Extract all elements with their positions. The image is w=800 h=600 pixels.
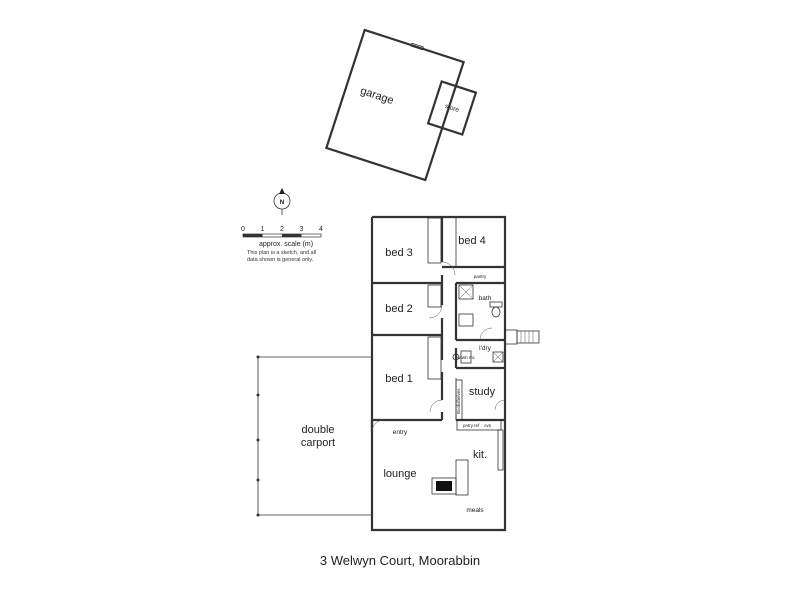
room-lounge: lounge [383, 468, 416, 480]
washer-label: wash mc [457, 355, 476, 360]
carport: double carport [256, 355, 372, 517]
wardrobes [427, 217, 442, 380]
property-address: 3 Welwyn Court, Moorabbin [319, 553, 481, 568]
scale-label: approx. scale (m) [259, 241, 313, 248]
room-pantry: pantry [474, 274, 487, 279]
room-entry: entry [393, 429, 408, 436]
laundry-fixtures: wash mc [452, 350, 504, 364]
scale-tick-0: 0 [241, 226, 245, 233]
room-meals: meals [466, 507, 484, 514]
room-bed3: bed 3 [385, 247, 413, 259]
scale-tick-3: 3 [300, 226, 304, 233]
scale-tick-2: 2 [280, 226, 284, 233]
room-bed2: bed 2 [385, 303, 413, 315]
garage-store: store [426, 80, 478, 136]
scale-note-1: This plan is a sketch, and all [247, 250, 316, 256]
scale-note-2: data shown is general only. [247, 257, 314, 263]
room-kit: kit. [473, 449, 487, 461]
side-landing [504, 329, 540, 345]
pantry-small-label: pntry [463, 423, 474, 428]
study-bookshelves: Bookshelves [455, 379, 463, 421]
carport-label-line2: carport [301, 437, 335, 449]
scale-tick-1: 1 [261, 226, 265, 233]
scale-tick-4: 4 [319, 226, 323, 233]
doors [371, 261, 506, 433]
north-compass: N [273, 188, 291, 215]
fridge-label: ref [474, 423, 480, 428]
room-study: study [469, 386, 496, 398]
scale-bar: 0 1 2 3 4 approx. scale (m) This plan is… [241, 226, 323, 263]
kitchen-fixtures: pntry ref ovn [431, 419, 504, 496]
north-letter: N [280, 199, 285, 206]
bath-fixtures [458, 284, 503, 327]
room-bed1: bed 1 [385, 373, 413, 385]
room-bath: bath [479, 295, 492, 302]
oven-label: ovn [484, 423, 492, 428]
carport-label-line1: double [301, 424, 334, 436]
room-labels: bed 3 bed 4 pantry bath bed 2 l'dry bed … [383, 235, 495, 514]
garage-building: garage [324, 28, 466, 182]
room-ldry: l'dry [479, 345, 491, 352]
store-label: store [444, 103, 460, 114]
garage-label: garage [359, 85, 395, 107]
room-bed4: bed 4 [458, 235, 486, 247]
bookshelves-label: Bookshelves [456, 388, 461, 414]
